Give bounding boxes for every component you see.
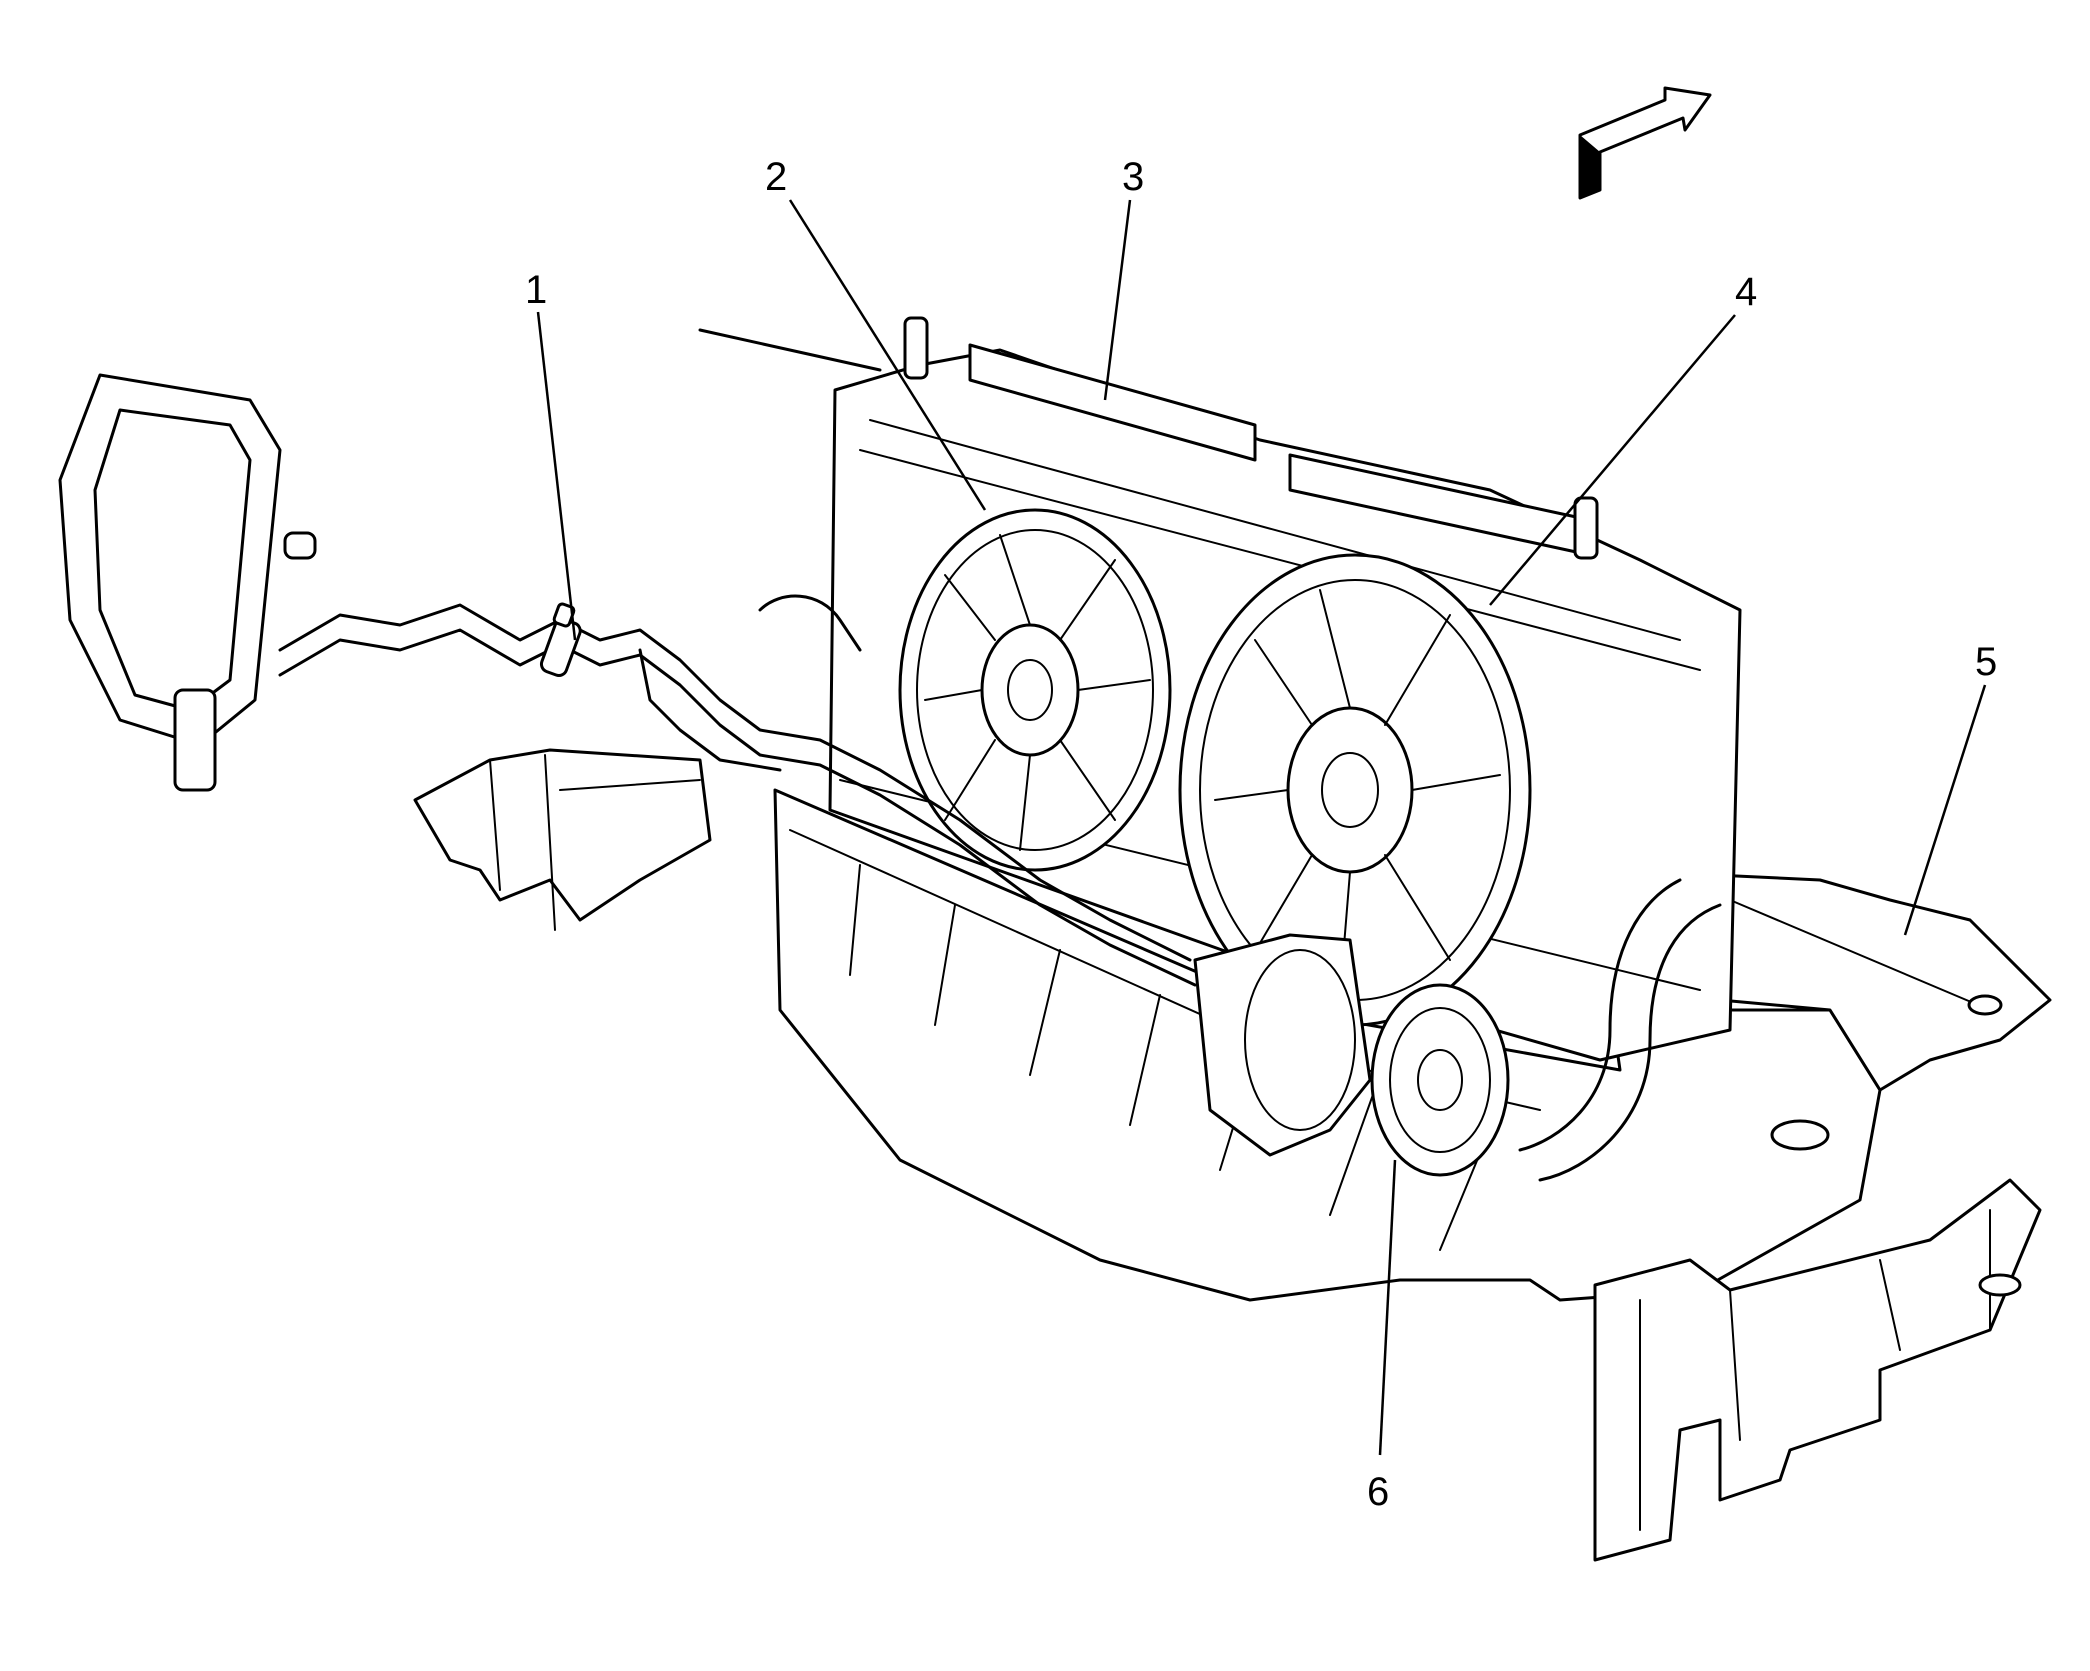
- callout-1: 1: [525, 268, 547, 312]
- leader-line-4: [1489, 314, 1736, 606]
- radiator-hose: [1518, 878, 1722, 1182]
- callout-5: 5: [1975, 640, 1997, 684]
- refrigerant-lines: [278, 328, 1197, 987]
- left-lower-bracket: [413, 748, 712, 931]
- ac-pressure-sensor: [539, 602, 582, 678]
- ac-compressor: [1193, 933, 1510, 1177]
- leader-line-3: [1103, 199, 1132, 401]
- front-direction-arrow-icon: [1578, 86, 1712, 200]
- evaporator-tube: [58, 373, 317, 792]
- callout-4: 4: [1735, 270, 1757, 314]
- right-lower-bracket: [1593, 1178, 2042, 1562]
- leader-line-6: [1378, 1159, 1397, 1456]
- callout-2: 2: [765, 155, 787, 199]
- leader-lines: [536, 199, 1987, 1456]
- cooling-fan-left: [898, 508, 1172, 872]
- air-deflector-side: [1713, 873, 2052, 1151]
- leader-line-1: [536, 311, 577, 641]
- callout-3: 3: [1122, 155, 1144, 199]
- leader-line-5: [1903, 684, 1987, 936]
- cooling-fan-right: [1178, 553, 1532, 1027]
- callout-6: 6: [1367, 1470, 1389, 1514]
- leader-line-2: [788, 199, 987, 511]
